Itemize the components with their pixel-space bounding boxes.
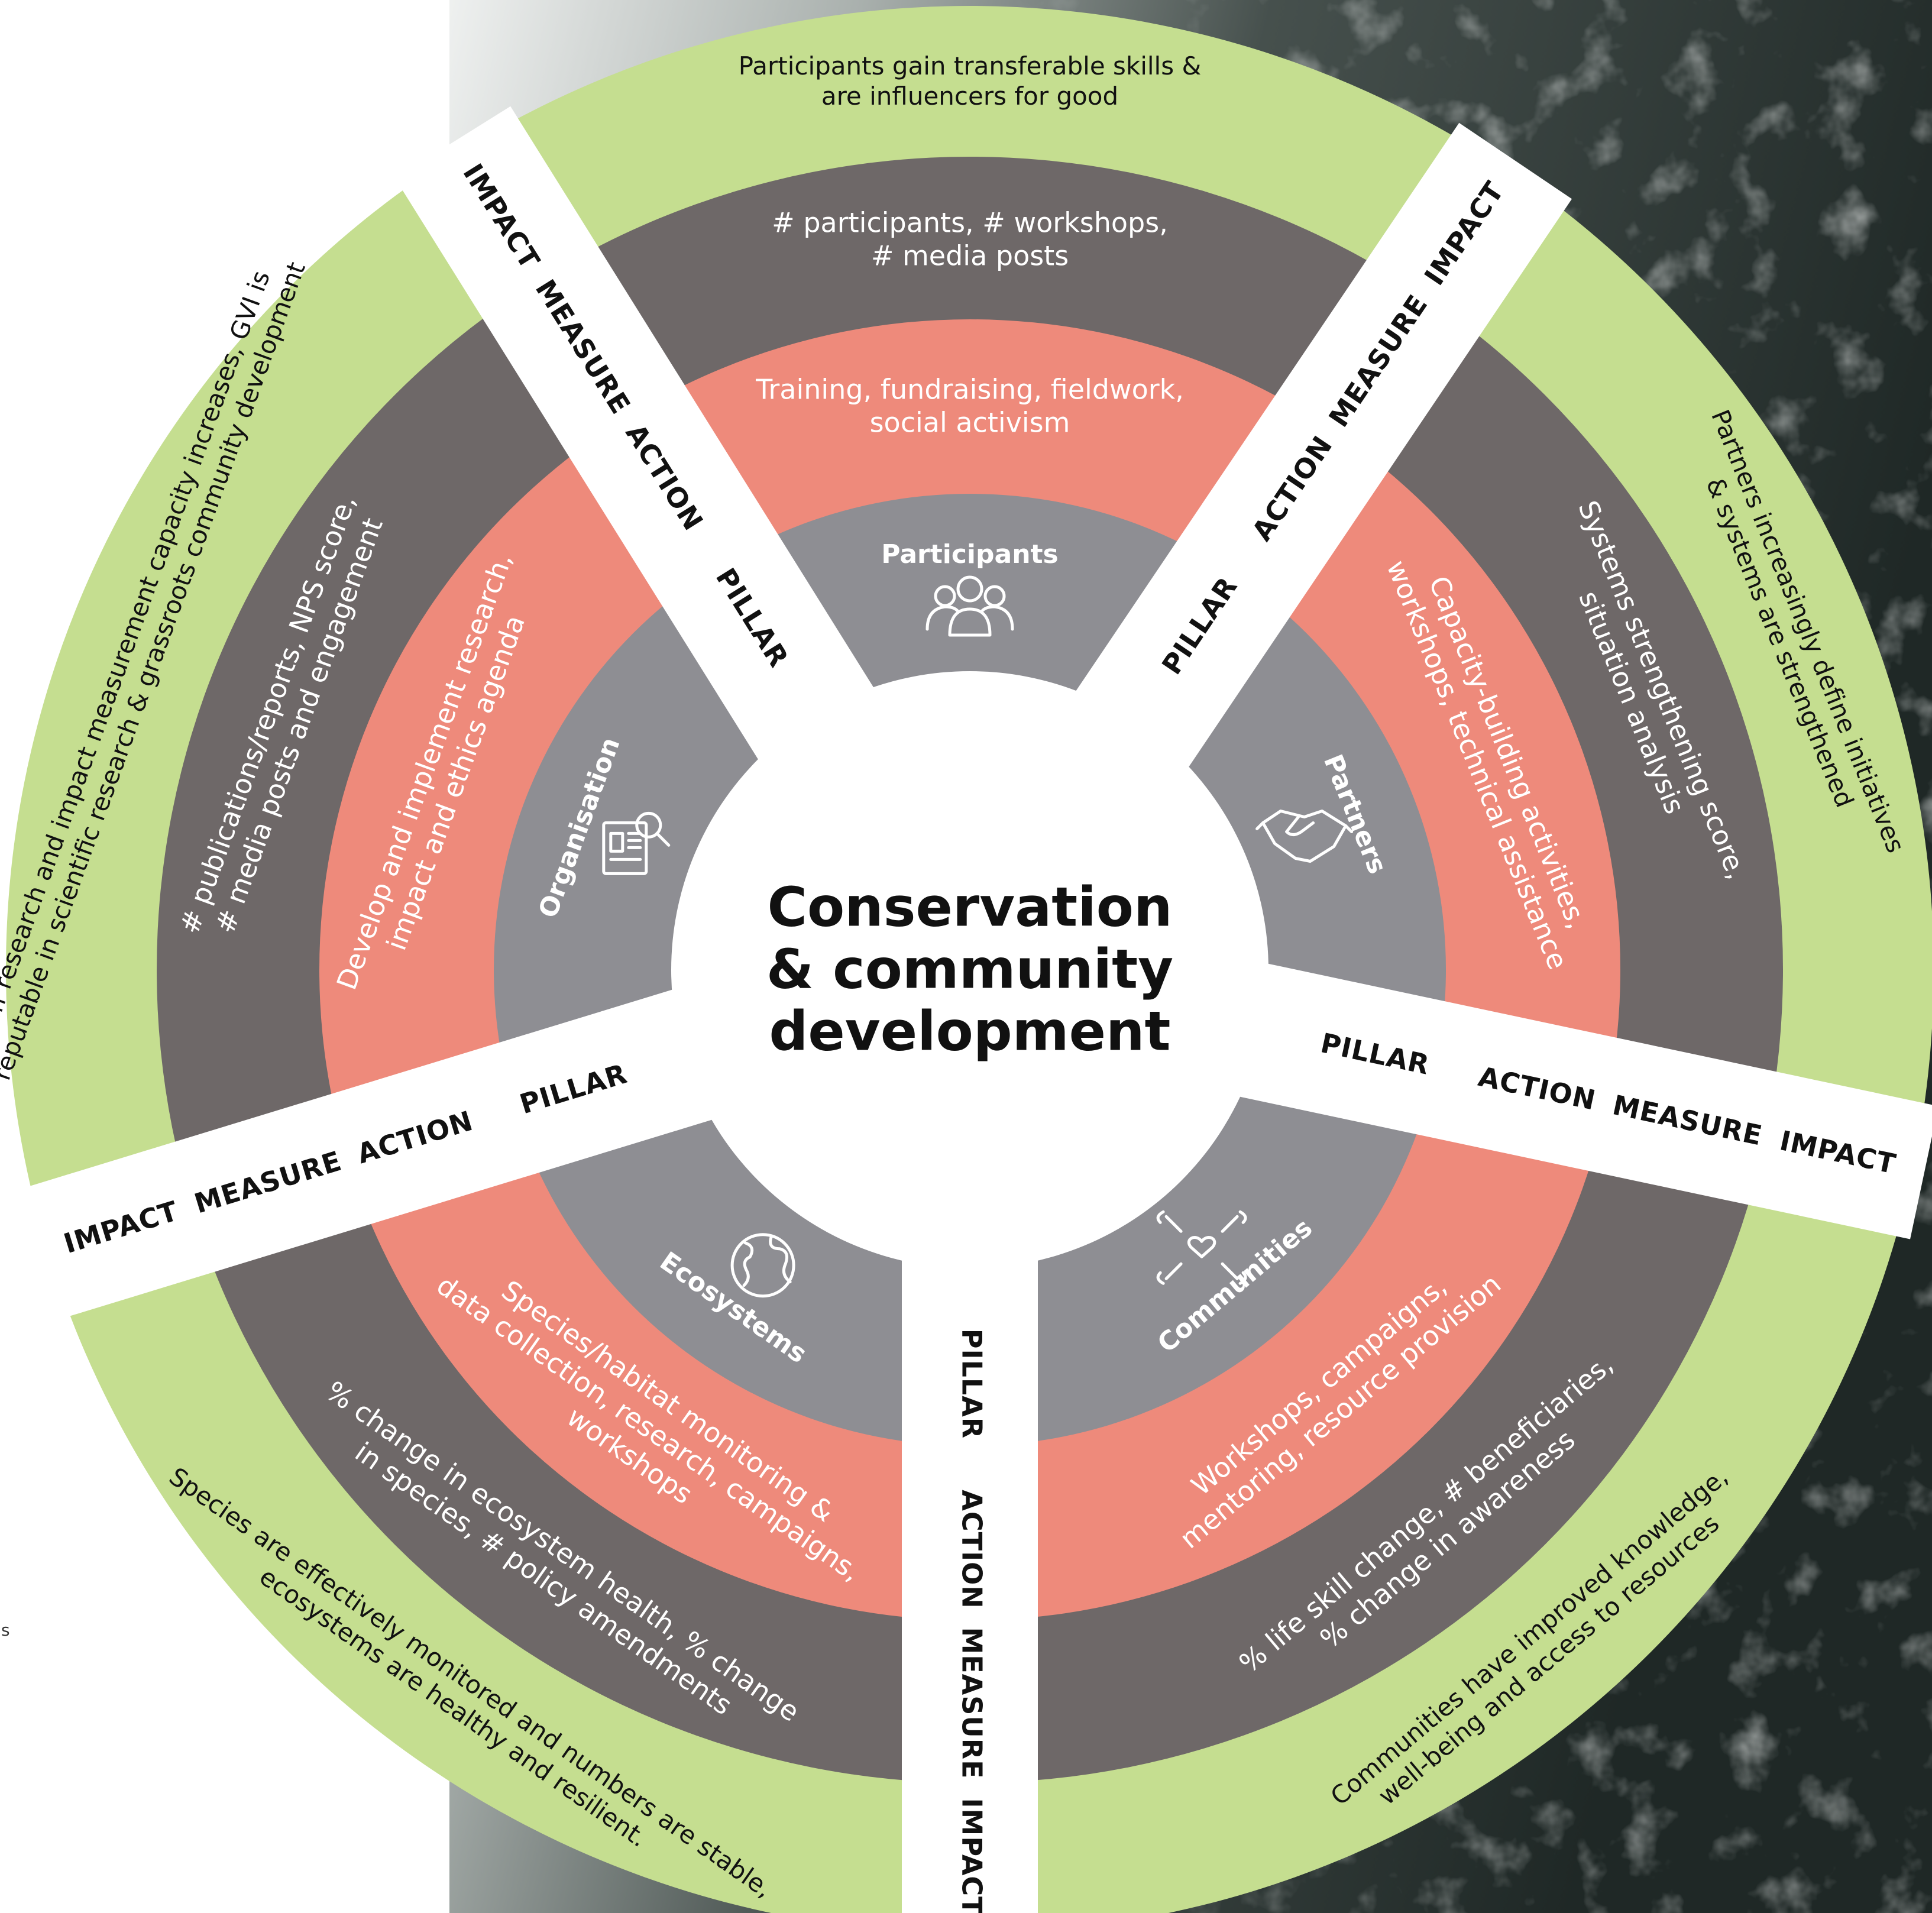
people-group-icon bbox=[925, 575, 1014, 637]
center-title-line-2: & community bbox=[766, 937, 1173, 1001]
report-magnifier-icon bbox=[602, 811, 671, 875]
globe-icon bbox=[730, 1233, 795, 1298]
pillar-icons bbox=[602, 575, 1354, 1298]
center-title: Conservation & community development bbox=[766, 875, 1173, 1063]
participants-measure-text-line-1: # participants, # workshops, bbox=[772, 206, 1168, 238]
participants-action-text-line-2: social activism bbox=[870, 407, 1070, 439]
participants-pillar-label-line-1: Participants bbox=[881, 539, 1058, 569]
center-title-line-1: Conservation bbox=[767, 875, 1172, 938]
participants-impact-text: Participants gain transferable skills &a… bbox=[739, 51, 1201, 111]
participants-measure-text-line-2: # media posts bbox=[871, 240, 1069, 272]
spoke-4-impact-label: IMPACT bbox=[956, 1798, 988, 1913]
participants-pillar-label: Participants bbox=[881, 539, 1058, 569]
spoke-4-pillar-label: PILLAR bbox=[956, 1329, 988, 1439]
margin-mark: s bbox=[1, 1620, 10, 1640]
participants-impact-text-line-1: Participants gain transferable skills & bbox=[739, 51, 1201, 80]
center-hub bbox=[671, 671, 1268, 1268]
hands-heart-icon bbox=[1156, 1210, 1247, 1285]
participants-impact-text-line-2: are influencers for good bbox=[821, 82, 1118, 111]
spoke-4-measure-label: MEASURE bbox=[956, 1627, 988, 1779]
participants-action-text: Training, fundraising, fieldwork,social … bbox=[755, 373, 1184, 438]
spoke-4-action-label: ACTION bbox=[956, 1490, 988, 1608]
handshake-icon bbox=[1255, 810, 1354, 863]
participants-measure-text: # participants, # workshops,# media post… bbox=[772, 206, 1168, 271]
center-title-line-3: development bbox=[769, 999, 1171, 1063]
participants-action-text-line-1: Training, fundraising, fieldwork, bbox=[755, 373, 1184, 405]
